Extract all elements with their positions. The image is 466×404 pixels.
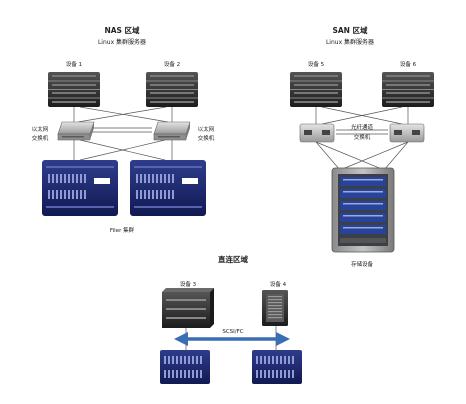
direct-storage-left xyxy=(160,350,210,384)
san-server-device-6 xyxy=(382,72,434,107)
device-2-label: 设备 2 xyxy=(164,60,180,68)
direct-storage-right xyxy=(252,350,302,384)
scsi-fc-arrow xyxy=(174,332,290,346)
direct-server-device-4 xyxy=(262,290,288,326)
device-3-label: 设备 3 xyxy=(180,280,197,288)
filer-cluster-label: Filer 集群 xyxy=(110,226,135,234)
fc-switch-right xyxy=(389,123,425,143)
switch-left-line2: 交换机 xyxy=(32,134,49,142)
direct-zone: 直连区域 设备 3 设备 4 SCSI/FC xyxy=(160,254,302,384)
san-server-device-5 xyxy=(290,72,342,107)
nas-zone: NAS 区域 Linux 集群服务器 设备 1 设备 2 xyxy=(32,25,215,234)
nas-server-device-2 xyxy=(146,72,198,107)
ethernet-switch-right xyxy=(153,121,191,141)
san-title: SAN 区域 xyxy=(332,25,368,35)
nas-subtitle: Linux 集群服务器 xyxy=(98,38,146,46)
ethernet-switch-left xyxy=(57,121,95,141)
nas-title: NAS 区域 xyxy=(104,25,140,35)
scsi-fc-label: SCSI/FC xyxy=(222,329,243,335)
storage-label: 存储设备 xyxy=(351,260,374,268)
device-5-label: 设备 5 xyxy=(308,60,325,68)
fc-switch-line2: 交换机 xyxy=(354,133,371,141)
device-4-label: 设备 4 xyxy=(270,280,287,288)
device-6-label: 设备 6 xyxy=(400,60,417,68)
device-1-label: 设备 1 xyxy=(66,60,82,68)
san-cables xyxy=(315,106,409,171)
direct-server-device-3 xyxy=(162,288,214,328)
nas-cables xyxy=(73,106,173,161)
fc-switch-left xyxy=(299,123,335,143)
san-subtitle: Linux 集群服务器 xyxy=(326,38,374,46)
fc-switch-line1: 光纤通道 xyxy=(351,123,374,131)
switch-left-line1: 以太网 xyxy=(32,125,49,133)
switch-right-line1: 以太网 xyxy=(198,125,215,133)
storage-cabinet xyxy=(331,167,395,253)
san-zone: SAN 区域 Linux 集群服务器 设备 5 设备 6 xyxy=(290,25,434,268)
direct-title: 直连区域 xyxy=(218,254,248,264)
nas-server-device-1 xyxy=(48,72,100,107)
filer-unit-right xyxy=(130,160,206,216)
filer-unit-left xyxy=(42,160,118,216)
switch-right-line2: 交换机 xyxy=(198,134,215,142)
